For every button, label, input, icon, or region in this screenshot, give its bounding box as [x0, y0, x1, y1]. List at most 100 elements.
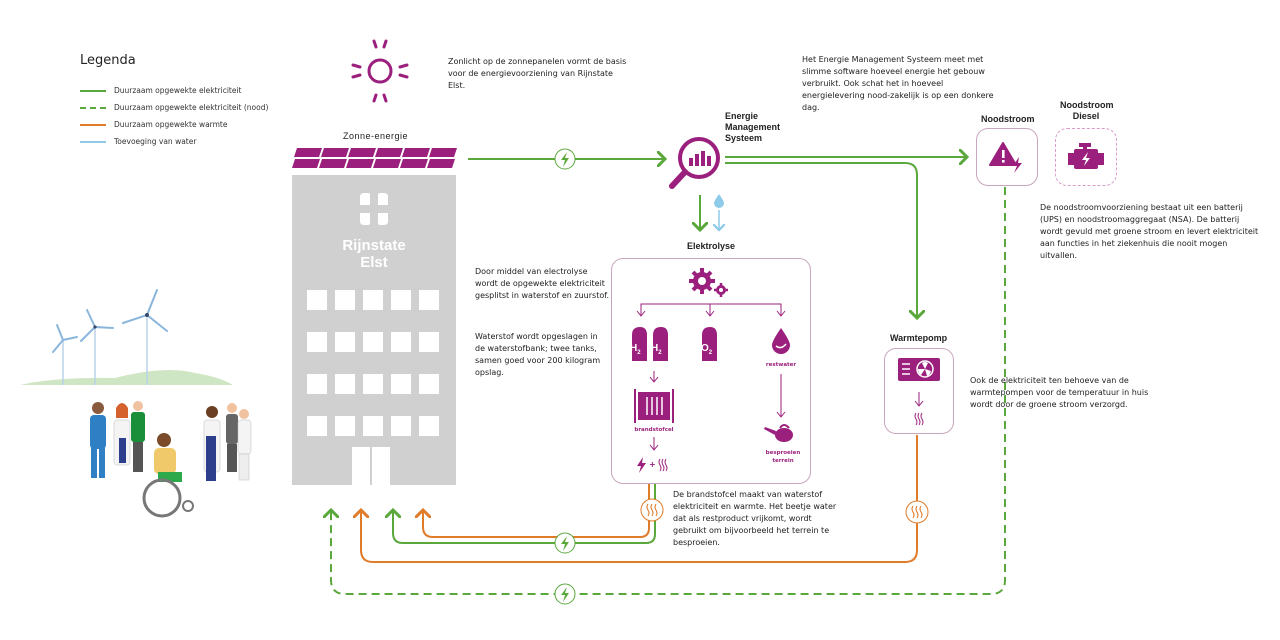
ems-description: Het Energie Management Systeem meet met …: [802, 55, 994, 112]
h2-symbol: H: [651, 343, 659, 354]
o2-tank-icon: [702, 327, 717, 361]
lightning-icon: [637, 457, 646, 473]
building-window: [335, 290, 355, 310]
lightning-node-solar: [554, 148, 576, 170]
building-window: [419, 416, 439, 436]
legend-swatch-solid-green: [80, 89, 106, 92]
legend-item-electric: Duurzaam opgewekte elektriciteit: [80, 82, 268, 99]
warmtepomp-box[interactable]: [884, 348, 954, 434]
electrolyse-description: Door middel van electrolyse wordt de opg…: [475, 267, 610, 300]
noodstroom-diesel-box[interactable]: [1055, 128, 1117, 186]
heat-pump-diagram: [898, 358, 940, 426]
restwater-label: restwater: [765, 362, 797, 368]
solar-label: Zonne-energie: [343, 131, 409, 141]
lightning-icon: [561, 536, 569, 551]
lightning-node-brandstofcel: [554, 532, 576, 554]
brandstofcel-label: brandstofcel: [634, 427, 674, 433]
legend-label: Duurzaam opgewekte elektriciteit: [114, 86, 242, 95]
noodstroom-diesel-title-line: Diesel: [1072, 111, 1100, 121]
gears-icon: [689, 268, 728, 297]
elektrolyse-title: Elektrolyse: [687, 241, 736, 251]
legend-item-heat: Duurzaam opgewekte warmte: [80, 116, 268, 133]
building-window: [363, 332, 383, 352]
lightning-icon: [561, 587, 569, 602]
building-window: [419, 332, 439, 352]
legend-swatch-blue: [80, 140, 106, 143]
building-window: [391, 290, 411, 310]
legend-label: Toevoeging van water: [114, 137, 197, 146]
legend-swatch-dashed-green: [80, 106, 106, 109]
line-brandstofcel-electric-return: [393, 483, 656, 544]
building-window: [307, 290, 327, 310]
h2-label-2: H2: [651, 343, 662, 356]
ems-title-line: Systeem: [725, 133, 763, 143]
noodstroom-title: Noodstroom: [981, 114, 1035, 124]
plus-sign: +: [649, 460, 656, 469]
building-name-line1: Rijnstate: [342, 237, 406, 254]
ems-magnifier-chart-icon: [669, 137, 720, 189]
line-warmtepomp-heat-return: [361, 435, 918, 563]
heat-icon: [914, 412, 924, 426]
sun-description: Zonlicht op de zonnepanelen vormt de bas…: [448, 57, 627, 90]
hospital-cross-icon: [360, 193, 388, 225]
h2-label-1: H2: [630, 343, 641, 356]
noodstroom-diesel-title: Noodstroom Diesel: [1060, 100, 1114, 122]
noodstroom-description: De noodstroomvoorziening bestaat uit een…: [1040, 203, 1259, 260]
building-window: [391, 374, 411, 394]
warmtepomp-title: Warmtepomp: [890, 333, 948, 343]
legend-swatch-orange: [80, 123, 106, 126]
subscript: 2: [658, 350, 662, 356]
ems-title: Energie Management Systeem: [725, 111, 780, 144]
waterstof-description: Waterstof wordt opgeslagen in de waterst…: [475, 332, 601, 377]
sun-icon: [351, 39, 409, 103]
wind-turbines-illustration: [20, 289, 233, 385]
besproeien-line1: besproeien: [765, 450, 801, 456]
building-window: [307, 416, 327, 436]
building-window: [335, 416, 355, 436]
heat-icon: [658, 458, 668, 472]
building-window: [335, 332, 355, 352]
legend-label: Duurzaam opgewekte warmte: [114, 120, 228, 129]
h2-symbol: H: [630, 343, 638, 354]
legend-item-water: Toevoeging van water: [80, 133, 268, 150]
legend-title: Legenda: [80, 53, 136, 68]
building-window: [419, 374, 439, 394]
line-ems-to-warmtepomp: [725, 162, 917, 318]
engine-icon: [1068, 143, 1104, 169]
water-drop-icon: [714, 194, 724, 208]
lightning-node-noodstroom: [554, 583, 576, 605]
subscript: 2: [708, 350, 713, 356]
building-window: [363, 290, 383, 310]
building-window: [363, 374, 383, 394]
building-window: [391, 332, 411, 352]
fuel-cell-icon: [634, 389, 674, 423]
o2-label: O2: [701, 343, 712, 356]
building-window: [363, 416, 383, 436]
besproeien-line2: terrein: [772, 458, 794, 464]
building-name-line2: Elst: [360, 254, 388, 271]
building-door-right: [372, 447, 390, 485]
people-illustration: [90, 401, 252, 518]
noodstroom-diesel-title-line: Noodstroom: [1060, 100, 1114, 110]
ems-title-line: Management: [725, 122, 781, 132]
heat-icon: [646, 503, 658, 517]
solar-panels-icon: [292, 148, 457, 168]
building-window: [419, 290, 439, 310]
noodstroom-box[interactable]: [976, 128, 1038, 186]
elektrolyse-box[interactable]: H2 H2 O2 restwater brandstofcel besproei…: [611, 258, 811, 484]
building-window: [335, 374, 355, 394]
hospital-building: Rijnstate Elst: [292, 175, 456, 485]
ems-title-line: Energie: [725, 111, 759, 121]
brandstofcel-description: De brandstofcel maakt van waterstof elek…: [673, 490, 837, 547]
warmtepomp-description: Ook de elektriciteit ten behoeve van de …: [970, 376, 1149, 409]
besproeien-label: besproeien terrein: [761, 449, 805, 465]
restwater-drop-icon: [772, 328, 790, 354]
legend: Legenda Duurzaam opgewekte elektriciteit…: [80, 53, 268, 150]
building-window: [391, 416, 411, 436]
building-window: [307, 374, 327, 394]
heat-node-warmtepomp: [905, 500, 929, 524]
subscript: 2: [637, 350, 641, 356]
warning-lightning-icon: [989, 142, 1022, 173]
elektrolyse-diagram: [632, 268, 793, 473]
